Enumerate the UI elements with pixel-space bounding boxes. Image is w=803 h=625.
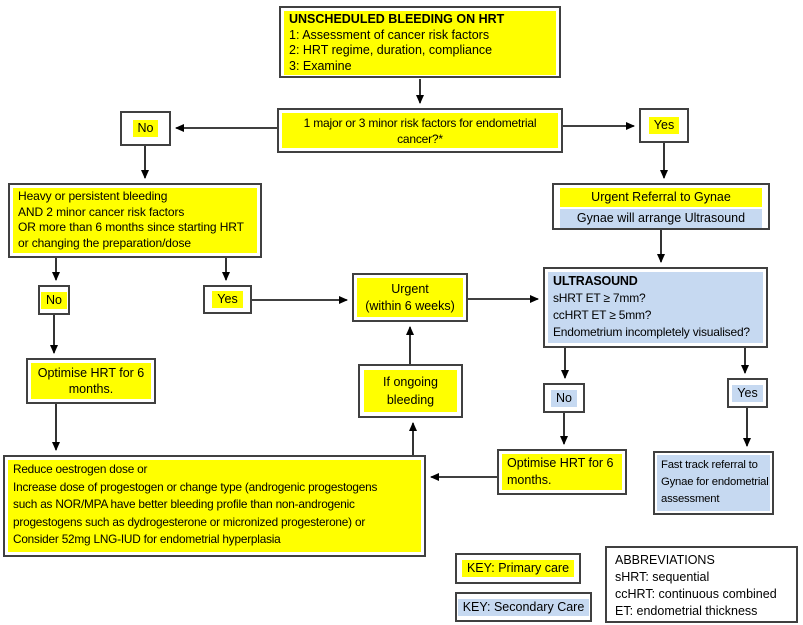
node-ultrasound-title: ULTRASOUND xyxy=(553,274,638,288)
node-no-top: No xyxy=(120,111,171,146)
text-line: cancer?* xyxy=(397,131,443,146)
node-start-title: UNSCHEDULED BLEEDING ON HRT xyxy=(289,12,505,26)
text-line: 2: HRT regime, duration, compliance xyxy=(289,43,493,57)
text-line: sHRT: sequential xyxy=(615,570,710,584)
node-reduce-oestrogen: Reduce oestrogen dose or Increase dose o… xyxy=(3,455,426,557)
text-line: AND 2 minor cancer risk factors xyxy=(18,204,185,219)
text-line: sHRT ET ≥ 7mm? xyxy=(553,291,646,305)
text-line: or changing the preparation/dose xyxy=(18,235,191,250)
key-secondary-care-label: KEY: Secondary Care xyxy=(457,598,590,616)
text-line: ccHRT ET ≥ 5mm? xyxy=(553,308,652,322)
text-line: months. xyxy=(68,382,114,396)
node-yes-ultrasound: Yes xyxy=(727,378,768,408)
node-no-mid: No xyxy=(38,285,70,315)
node-heavy-bleeding-body: Heavy or persistent bleeding AND 2 minor… xyxy=(13,188,257,253)
text-line: Optimise HRT for 6 xyxy=(507,456,614,470)
text-line: bleeding xyxy=(386,393,435,407)
node-risk-question-body: 1 major or 3 minor risk factors for endo… xyxy=(282,113,558,148)
text-line: assessment xyxy=(661,493,720,505)
text-line: Optimise HRT for 6 xyxy=(37,365,145,380)
node-if-ongoing: If ongoing bleeding xyxy=(358,364,463,418)
text-line: progestogens such as dydrogesterone or m… xyxy=(13,514,366,529)
node-start-body: UNSCHEDULED BLEEDING ON HRT 1: Assessmen… xyxy=(284,11,556,75)
text-line: Heavy or persistent bleeding xyxy=(18,189,168,203)
text-line: 3: Examine xyxy=(289,58,352,73)
node-ultrasound-body: ULTRASOUND sHRT ET ≥ 7mm? ccHRT ET ≥ 5mm… xyxy=(548,272,763,343)
text-line: Reduce oestrogen dose or xyxy=(13,462,148,476)
text-line: (within 6 weeks) xyxy=(365,298,455,313)
text-line: Urgent xyxy=(391,281,429,296)
text-line: such as NOR/MPA have better bleeding pro… xyxy=(13,497,355,511)
key-secondary-care: KEY: Secondary Care xyxy=(455,592,592,622)
node-no-top-label: No xyxy=(132,120,159,137)
node-yes-top: Yes xyxy=(639,108,689,143)
text-line: ccHRT: continuous combined xyxy=(615,587,777,601)
text-line: months. xyxy=(507,472,552,487)
node-no-ultrasound: No xyxy=(543,383,585,413)
key-primary-care-label: KEY: Primary care xyxy=(461,560,575,577)
node-yes-mid: Yes xyxy=(203,285,252,314)
node-heavy-bleeding: Heavy or persistent bleeding AND 2 minor… xyxy=(8,183,262,258)
node-urgent-referral-secondary: Gynae will arrange Ultrasound xyxy=(560,209,762,228)
text-line: If ongoing xyxy=(383,375,438,389)
abbreviations-body: ABBREVIATIONS sHRT: sequential ccHRT: co… xyxy=(607,548,796,624)
node-risk-question: 1 major or 3 minor risk factors for endo… xyxy=(277,108,563,153)
node-ultrasound: ULTRASOUND sHRT ET ≥ 7mm? ccHRT ET ≥ 5mm… xyxy=(543,267,768,348)
text-line: OR more than 6 months since starting HRT xyxy=(18,220,244,234)
node-no-mid-label: No xyxy=(41,291,67,309)
node-optimise-mid: Optimise HRT for 6 months. xyxy=(497,449,627,495)
node-yes-ultrasound-label: Yes xyxy=(732,384,763,402)
key-primary-care: KEY: Primary care xyxy=(455,553,581,584)
text-line: ET: endometrial thickness xyxy=(615,604,758,618)
text-line: Fast track referral to xyxy=(661,459,758,471)
text-line: 1 major or 3 minor risk factors for endo… xyxy=(303,115,537,130)
node-reduce-oestrogen-body: Reduce oestrogen dose or Increase dose o… xyxy=(8,460,421,552)
node-urgent-referral-primary: Urgent Referral to Gynae xyxy=(560,188,762,207)
node-if-ongoing-body: If ongoing bleeding xyxy=(364,370,457,412)
node-optimise-mid-body: Optimise HRT for 6 months. xyxy=(502,454,622,490)
node-fast-track-body: Fast track referral to Gynae for endomet… xyxy=(657,455,770,511)
node-start: UNSCHEDULED BLEEDING ON HRT 1: Assessmen… xyxy=(279,6,561,78)
node-yes-mid-label: Yes xyxy=(212,291,243,308)
node-no-ultrasound-label: No xyxy=(551,389,577,407)
node-optimise-left-body: Optimise HRT for 6 months. xyxy=(31,363,151,399)
node-fast-track: Fast track referral to Gynae for endomet… xyxy=(653,451,774,515)
node-optimise-left: Optimise HRT for 6 months. xyxy=(26,358,156,404)
text-line: Endometrium incompletely visualised? xyxy=(553,325,750,339)
text-line: 1: Assessment of cancer risk factors xyxy=(289,27,490,42)
node-urgent-referral: Urgent Referral to Gynae Gynae will arra… xyxy=(552,183,770,230)
abbreviations-title: ABBREVIATIONS xyxy=(615,553,715,567)
node-urgent-6-weeks: Urgent (within 6 weeks) xyxy=(352,273,468,322)
text-line: Gynae for endometrial xyxy=(661,476,769,488)
text-line: Consider 52mg LNG-IUD for endometrial hy… xyxy=(13,532,281,546)
text-line: Increase dose of progestogen or change t… xyxy=(13,479,378,494)
node-yes-top-label: Yes xyxy=(648,117,680,134)
abbreviations-box: ABBREVIATIONS sHRT: sequential ccHRT: co… xyxy=(605,546,798,623)
node-urgent-6-weeks-body: Urgent (within 6 weeks) xyxy=(357,278,463,317)
